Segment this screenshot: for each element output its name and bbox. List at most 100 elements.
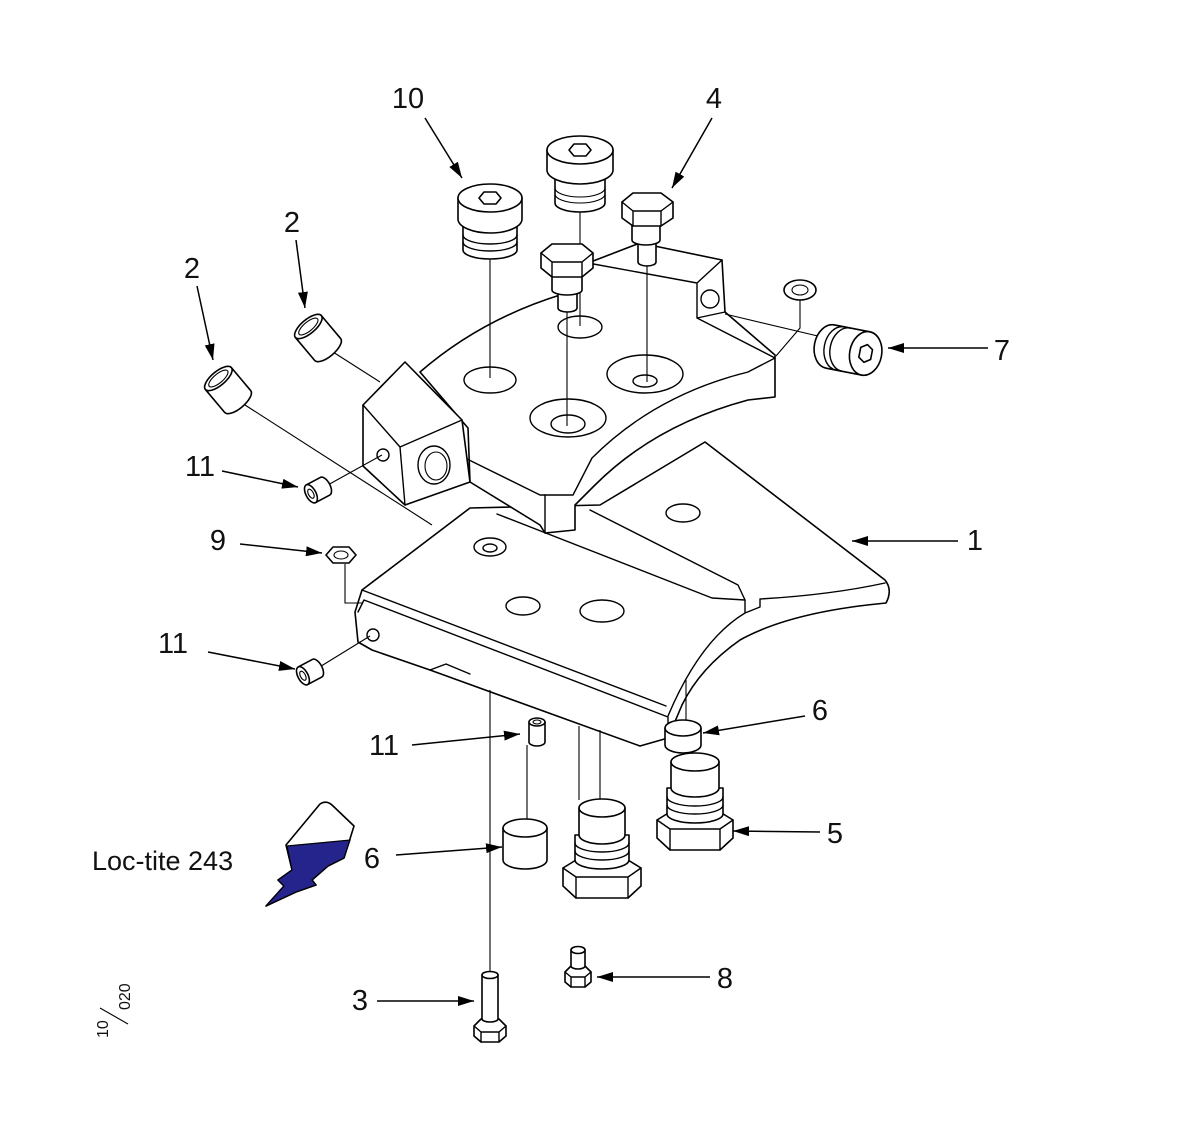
setscrew-11-middle (295, 658, 325, 686)
base-plate-outline (354, 441, 891, 747)
setscrew-body (528, 721, 546, 747)
hex-socket-icon (568, 143, 592, 157)
figure-code-top: 10 (95, 1020, 112, 1038)
sleeve-body (204, 366, 253, 415)
hex-socket-icon (532, 719, 542, 725)
base-plate-hole-a (505, 596, 541, 616)
sleeve-end (293, 313, 323, 340)
sleeve-chamfer (298, 317, 319, 336)
plug-10-oring (462, 234, 518, 252)
bolt-4-hex-edges (621, 201, 674, 227)
screw-8-shank (570, 949, 586, 970)
washer-9-inner (333, 550, 349, 560)
figure-code: 10 020 (95, 983, 134, 1038)
assembly-lines (244, 205, 823, 972)
upper-plate-counterbore-d (606, 354, 684, 394)
side-block (362, 361, 471, 506)
arrow-part-10 (424, 117, 463, 179)
fitting-center (562, 798, 642, 899)
callout-part-4: 4 (706, 83, 722, 115)
upper-plate-counterbore-c-inner (550, 414, 586, 434)
callout-part-11-middle: 11 (158, 628, 188, 660)
washer-right (783, 279, 817, 301)
figure-code-bottom: 020 (117, 983, 134, 1010)
fitting-center-top (578, 807, 626, 845)
center-plug-oring (554, 187, 606, 204)
screw-8-tip (570, 945, 586, 955)
plug-10 (457, 183, 523, 260)
setscrew-11-upper (303, 476, 333, 504)
callout-part-2-lower: 2 (184, 253, 200, 285)
sleeve-2-lower (203, 365, 253, 415)
sleeve-body (294, 314, 343, 363)
callout-part-6-lower: 6 (364, 843, 380, 875)
center-plug (546, 135, 614, 213)
callout-part-7: 7 (994, 335, 1010, 367)
arrow-part-6-upper (702, 715, 806, 736)
fitting-5-thread-rings (666, 796, 724, 815)
base-plate-side-hole (366, 628, 380, 642)
fitting-center-thread-rings (574, 842, 630, 861)
sleeve-chamfer (208, 369, 229, 388)
washer-9-outer (325, 546, 357, 564)
arrow-part-11-lower (411, 730, 521, 746)
side-block-edges (362, 404, 463, 506)
arrow-part-2-lower (196, 285, 215, 361)
fitting-center-top-face (578, 798, 626, 818)
bolt-4 (621, 192, 674, 267)
washer-right-inner (791, 284, 809, 296)
line-washer-right (775, 300, 801, 357)
upper-plate-counterbore-d-inner (632, 374, 658, 388)
hex-socket-icon (478, 191, 502, 205)
callout-part-10: 10 (392, 83, 424, 115)
screw-8-hex-edges (564, 971, 592, 988)
line-plug-7 (724, 313, 823, 338)
callout-part-2-upper: 2 (284, 207, 300, 239)
arrow-part-4 (671, 117, 713, 189)
upper-plate-block-edges (587, 259, 776, 359)
plug-7 (813, 323, 883, 377)
fitting-5 (656, 752, 734, 851)
arrow-part-11-middle (207, 651, 296, 671)
callout-part-9: 9 (210, 525, 226, 557)
bolt-middle (540, 243, 594, 313)
callout-part-11-lower: 11 (369, 730, 399, 762)
plug-7-grooves (823, 325, 851, 372)
callout-part-8: 8 (717, 963, 733, 995)
sleeve-end (203, 365, 233, 392)
hex-socket-icon (858, 343, 874, 364)
base-plate-hole-c (665, 503, 701, 523)
side-block-bore-inner (424, 451, 448, 481)
base-plate-counterbore-inner (482, 543, 498, 553)
upper-block-side-hole (700, 289, 720, 309)
callout-part-5: 5 (827, 818, 843, 850)
screw-8 (564, 945, 592, 988)
fitting-5-hex-edges (656, 819, 734, 851)
fitting-5-top-face (670, 752, 720, 772)
hex-socket-icon (307, 488, 315, 499)
washer-9 (325, 546, 357, 564)
fitting-5-top (670, 761, 720, 798)
sleeve-body (502, 827, 548, 870)
side-block-bore (417, 445, 451, 485)
base-plate-underside-notch (429, 663, 471, 675)
setscrew-end (528, 717, 546, 727)
hex-socket-icon (299, 670, 307, 681)
fitting-center-hex-edges (562, 867, 642, 899)
base-plate (354, 441, 891, 747)
setscrew-11-lower (528, 717, 546, 747)
sleeve-end (502, 818, 548, 838)
sleeve-end (664, 719, 702, 737)
arrow-part-9 (239, 543, 323, 557)
line-sleeve-lower (244, 404, 433, 526)
center-plug-body (554, 177, 606, 213)
callout-labels: 10 4 2 2 7 11 9 1 11 6 11 5 6 8 3 (158, 83, 1010, 1017)
bolt-3-hex-edges (473, 1025, 507, 1043)
arrow-part-5 (732, 826, 821, 837)
callout-part-3: 3 (352, 985, 368, 1017)
loctite-bottle-icon (265, 801, 355, 907)
figure-code-slash (99, 1007, 129, 1025)
bolt-4-shank (637, 239, 657, 267)
